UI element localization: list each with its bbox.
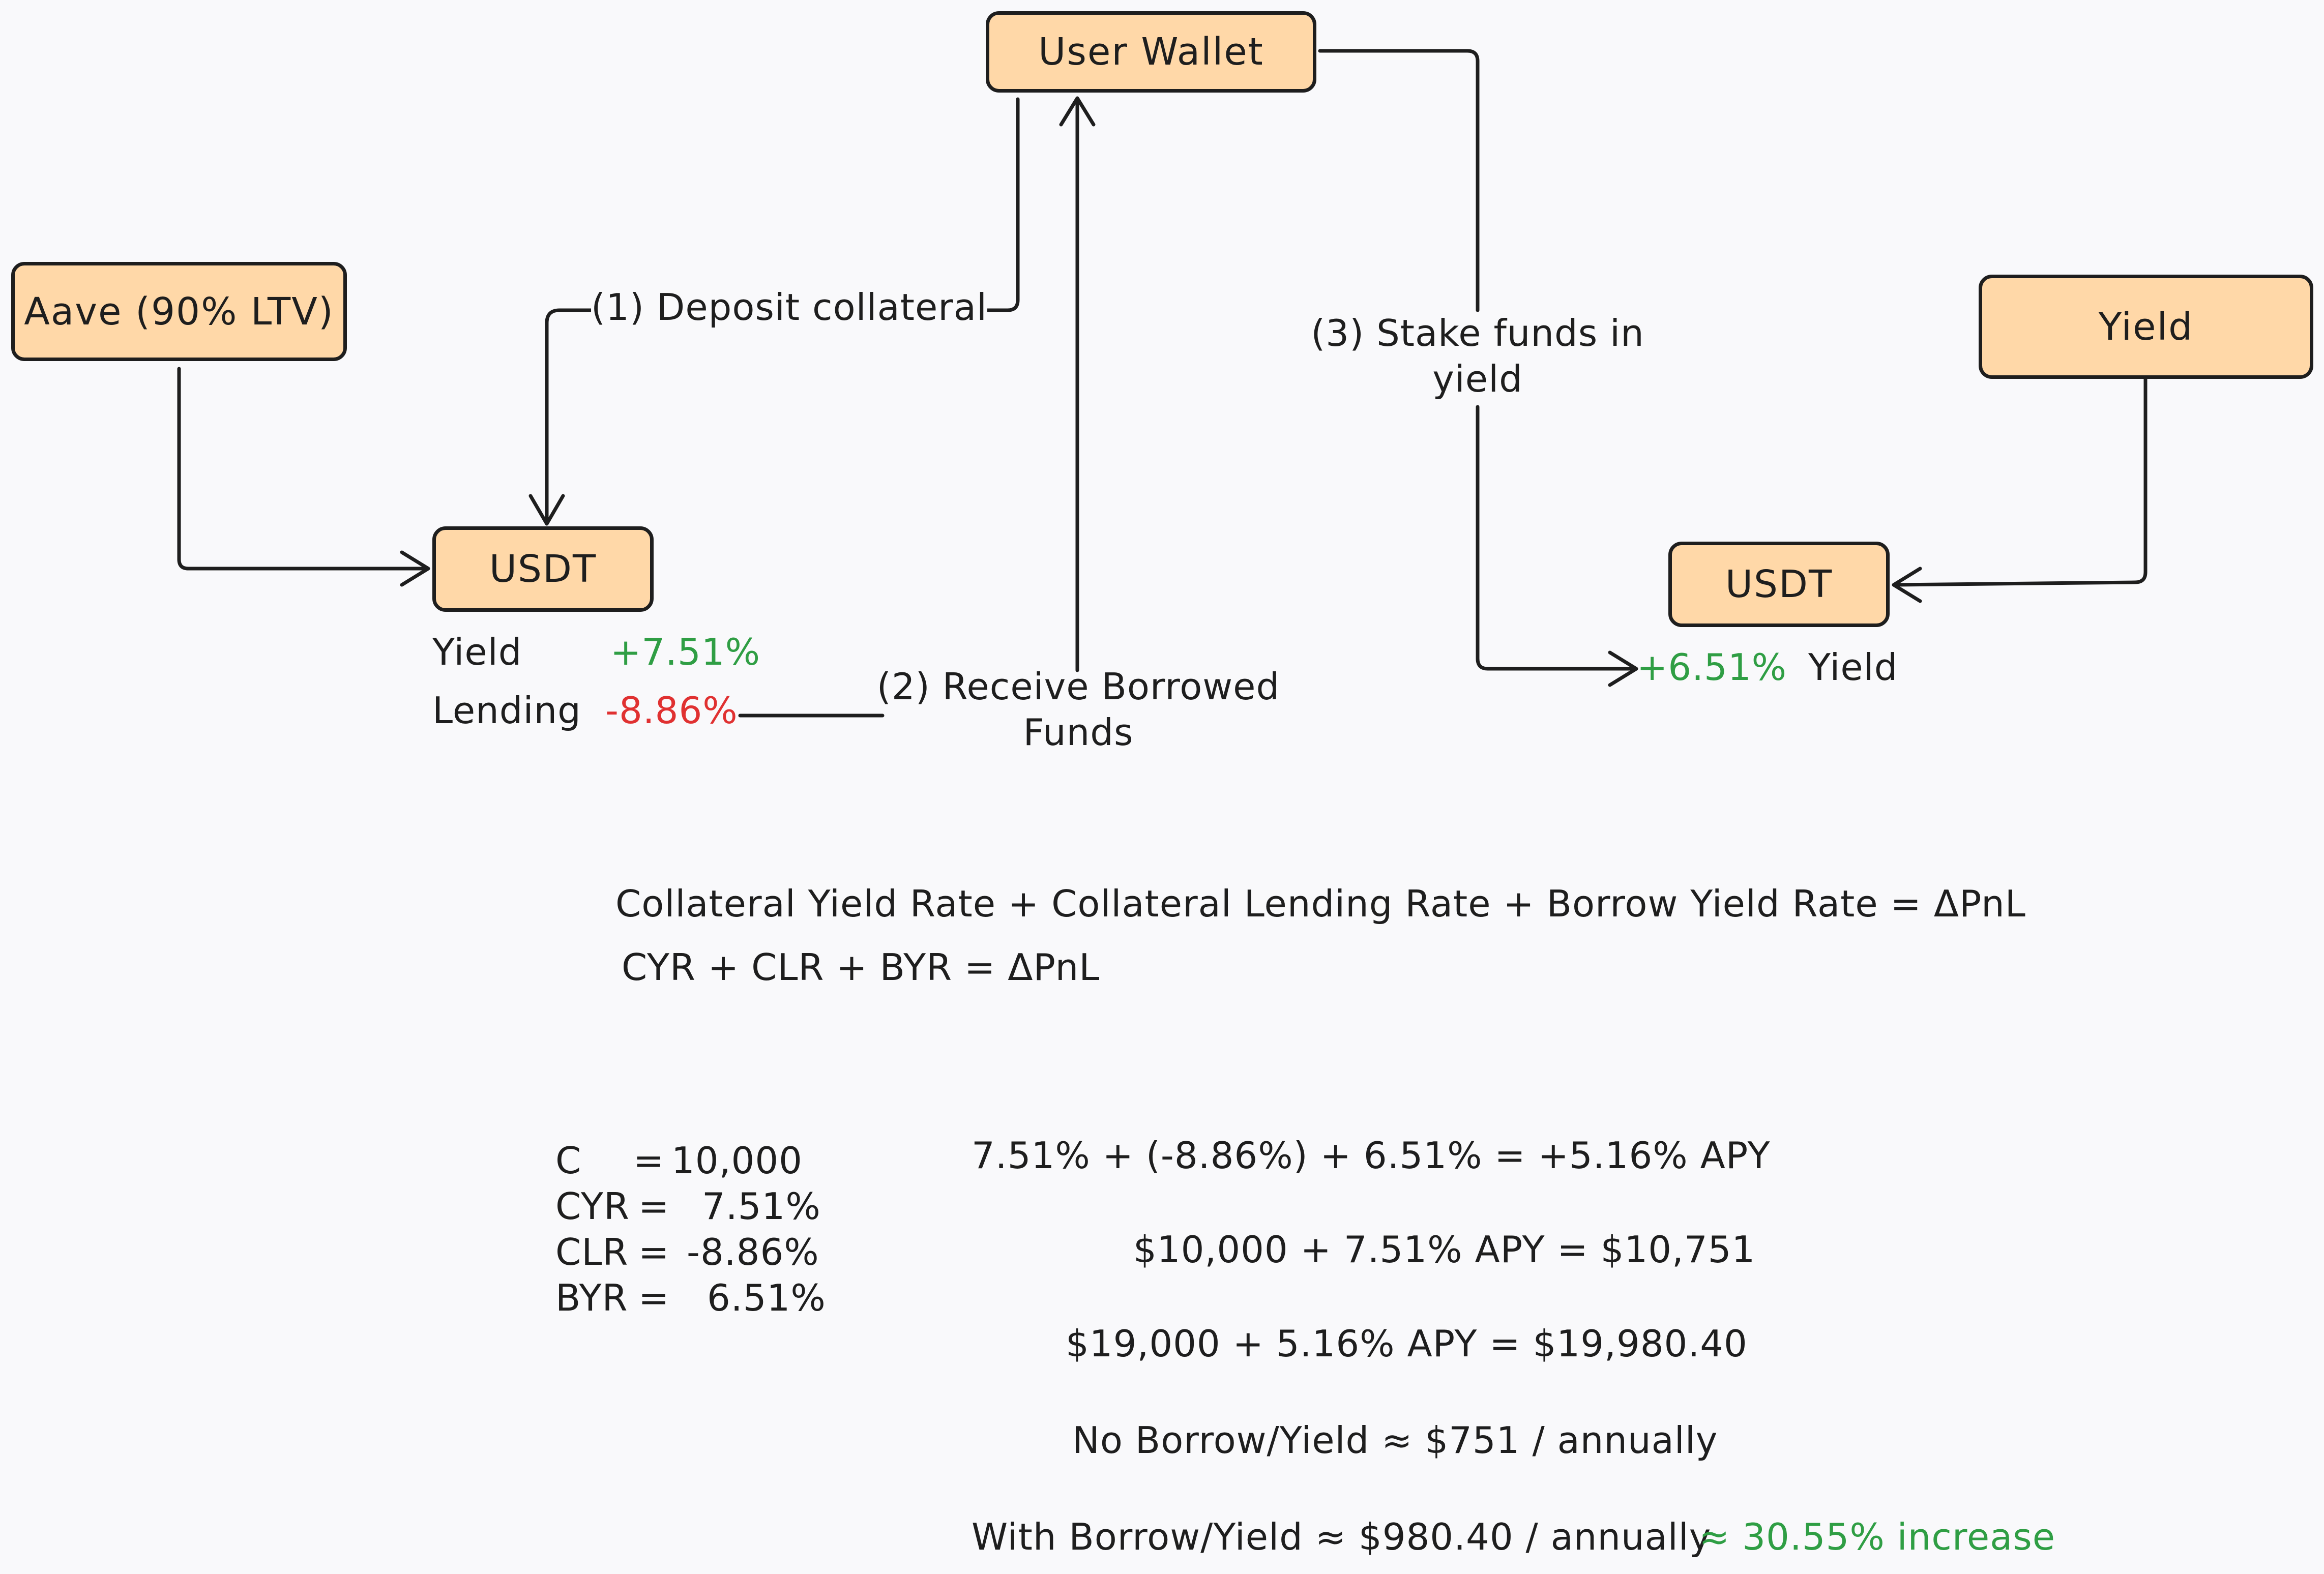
left-yield-label: Yield (432, 631, 522, 673)
with-borrow-annual: With Borrow/Yield ≈ $980.40 / annually (972, 1516, 1712, 1558)
left-lending-label: Lending (432, 689, 581, 732)
left-lending-value: -8.86% (605, 689, 738, 732)
variable-name: BYR (555, 1276, 628, 1319)
no-borrow-annual: No Borrow/Yield ≈ $751 / annually (1072, 1419, 1718, 1462)
apy-calculation: 7.51% + (-8.86%) + 6.51% = +5.16% APY (972, 1134, 1771, 1177)
equals-sign: = (638, 1276, 670, 1319)
right-yield-value: +6.51% (1637, 646, 1787, 689)
equals-sign: = (633, 1139, 665, 1182)
variable-value: 6.51% (707, 1276, 826, 1319)
usdt-left-box: USDT (432, 526, 654, 612)
stake-funds-arrow (1318, 49, 1480, 312)
equals-sign: = (638, 1185, 670, 1228)
variable-name: CLR (555, 1231, 629, 1273)
deposit-collateral-label: (1) Deposit collateral (591, 286, 988, 329)
yield-to-usdt-arrow (1893, 377, 2148, 587)
variable-name: C (555, 1139, 582, 1182)
formula-line2: CYR + CLR + BYR = ΔPnL (622, 946, 1100, 989)
variable-value: -8.86% (687, 1231, 819, 1273)
receive-borrowed-label: (2) Receive Borrowed Funds (875, 664, 1282, 755)
yield-right-box: Yield (1979, 275, 2313, 379)
receive-borrowed-line1: (2) Receive Borrowed (876, 665, 1280, 708)
stake-funds-line1: (3) Stake funds in (1311, 312, 1644, 354)
formula-line1: Collateral Yield Rate + Collateral Lendi… (615, 882, 2026, 925)
usdt-right-label: USDT (1725, 562, 1833, 606)
stake-funds-line2: yield (1432, 358, 1523, 400)
no-borrow-calculation: $10,000 + 7.51% APY = $10,751 (1133, 1228, 1756, 1271)
aave-label: Aave (90% LTV) (24, 289, 334, 334)
variable-value: 10,000 (671, 1139, 803, 1182)
usdt-left-label: USDT (489, 547, 597, 591)
equals-sign: = (638, 1231, 670, 1273)
aave-to-usdt-arrow (177, 367, 429, 571)
receive-borrowed-line2: Funds (1023, 711, 1134, 754)
increase-percentage: ≈ 30.55% increase (1699, 1516, 2056, 1558)
with-borrow-calculation: $19,000 + 5.16% APY = $19,980.40 (1066, 1322, 1748, 1365)
user-wallet-label: User Wallet (1038, 30, 1264, 74)
right-yield-label: Yield (1808, 646, 1898, 689)
usdt-right-box: USDT (1668, 542, 1890, 627)
aave-box: Aave (90% LTV) (11, 262, 347, 361)
left-yield-value: +7.51% (610, 631, 761, 673)
variable-value: 7.51% (702, 1185, 821, 1228)
yield-right-label: Yield (2098, 305, 2194, 349)
variable-name: CYR (555, 1185, 630, 1228)
stake-funds-label: (3) Stake funds in yield (1274, 310, 1681, 402)
user-wallet-box: User Wallet (986, 11, 1316, 93)
